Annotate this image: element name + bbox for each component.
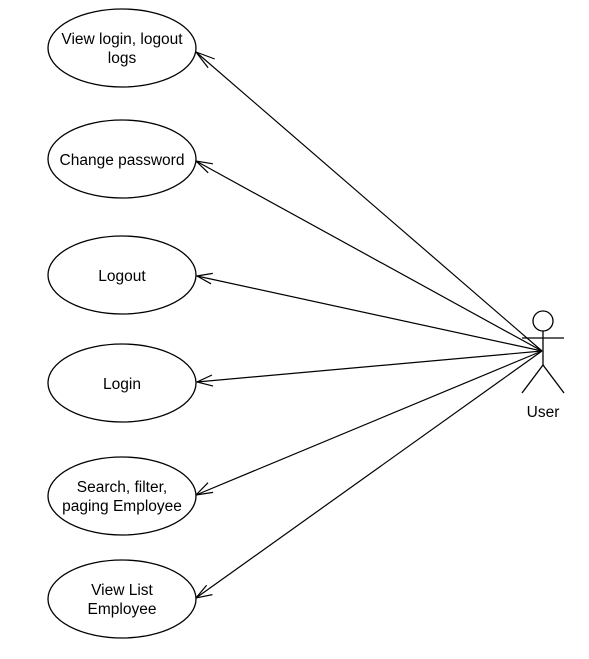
associations xyxy=(194,50,543,599)
use-case-label-line-1: Search, filter, xyxy=(77,479,167,496)
use-case-logout[interactable]: Logout xyxy=(47,235,197,315)
association-login xyxy=(196,350,543,383)
use-case-login[interactable]: Login xyxy=(47,343,197,423)
use-case-label-line-1: View login, logout xyxy=(61,31,183,48)
use-case-label-line-2: paging Employee xyxy=(62,498,182,515)
actor-head xyxy=(532,310,554,332)
use-case-change-password[interactable]: Change password xyxy=(47,119,197,199)
use-case-label-line-2: Employee xyxy=(88,601,157,618)
stick-figure-icon xyxy=(521,310,565,394)
actor-right-leg xyxy=(542,364,565,394)
use-case-view-list-employee[interactable]: View List Employee xyxy=(47,559,197,639)
use-case-label-line-1: View List xyxy=(91,582,153,599)
actor-user[interactable]: User xyxy=(521,310,565,421)
use-case-view-login-logout-logs[interactable]: View login, logout logs xyxy=(47,8,197,88)
use-case-ellipse xyxy=(47,343,197,423)
use-case-ellipse xyxy=(47,119,197,199)
association-search-filter xyxy=(195,350,543,496)
actor-label: User xyxy=(527,404,560,421)
use-case-ellipse xyxy=(47,8,197,88)
association-change-password xyxy=(195,160,543,352)
arrowhead-change-password xyxy=(194,160,213,174)
use-case-label-line-2: logs xyxy=(108,50,137,67)
use-case-label: Login xyxy=(103,376,141,393)
use-case-ellipse xyxy=(47,559,197,639)
use-case-label: Change password xyxy=(60,152,185,169)
use-case-ellipse xyxy=(47,456,197,536)
association-view-logs xyxy=(195,51,543,352)
use-case-search-filter-paging-employee[interactable]: Search, filter, paging Employee xyxy=(47,456,197,536)
use-case-label: Logout xyxy=(98,268,146,285)
arrowhead-login xyxy=(195,374,214,387)
arrowhead-logout xyxy=(195,272,213,285)
association-logout xyxy=(196,275,543,352)
use-case-ellipse xyxy=(47,235,197,315)
association-view-list xyxy=(195,350,543,599)
actor-left-leg xyxy=(521,364,544,394)
